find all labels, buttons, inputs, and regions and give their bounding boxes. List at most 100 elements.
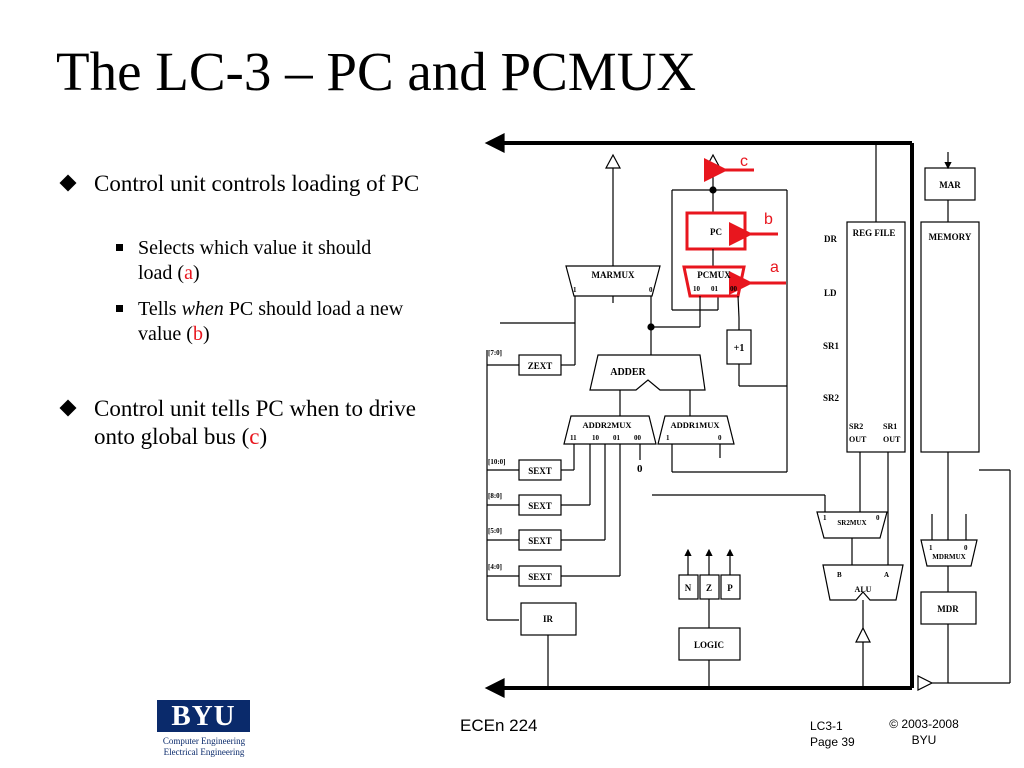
sub-bullet-close: ) <box>202 323 210 345</box>
marmux-port-1: 1 <box>573 286 577 294</box>
mdrmux <box>920 539 978 567</box>
memory-label: MEMORY <box>929 232 972 242</box>
marmux-tristate <box>604 153 622 169</box>
marmux-label: MARMUX <box>592 270 635 280</box>
ir-label: IR <box>543 614 554 624</box>
zext-label: ZEXT <box>528 361 553 371</box>
regfile-port-sr1: SR1 <box>823 341 840 351</box>
regfile-sr1out-bottom: OUT <box>883 435 901 444</box>
addr1mux-label: ADDR1MUX <box>670 420 720 430</box>
pc-label: PC <box>710 227 722 237</box>
addr2mux-port-10: 10 <box>592 434 600 442</box>
addr2mux <box>563 415 657 445</box>
addr2mux-port-00: 00 <box>634 434 642 442</box>
flag-p-label: P <box>727 583 733 593</box>
slide-title: The LC-3 – PC and PCMUX <box>56 41 697 102</box>
sub-bullet-square-icon <box>116 305 123 312</box>
plus-one-label: +1 <box>734 343 745 354</box>
emphasis-when: when <box>181 298 224 320</box>
footer-copyright-years: © 2003-2008 <box>889 717 959 731</box>
alu-label: ALU <box>855 585 872 594</box>
field-5-0: [5:0] <box>488 527 502 535</box>
adder <box>589 354 706 391</box>
regfile-port-dr: DR <box>824 234 837 244</box>
logic-label: LOGIC <box>694 640 724 650</box>
ref-a: a <box>184 262 193 284</box>
department-line-1: Computer Engineering <box>162 736 246 746</box>
sub-bullet-select-value: Selects which value it should load (a) <box>138 236 408 286</box>
sub-bullet-text: Selects which value it should load ( <box>138 237 372 284</box>
bullet-text: Control unit controls loading of PC <box>94 171 420 196</box>
bus-arrowhead-bottom <box>484 678 505 698</box>
sr2mux-label: SR2MUX <box>837 519 866 527</box>
addr2mux-port-01: 01 <box>613 434 621 442</box>
field-7-0: [7:0] <box>488 349 502 357</box>
pc-tristate <box>704 153 722 169</box>
footer-copyright-org: BYU <box>911 733 937 747</box>
footer-lecture: LC3-1 <box>810 719 843 733</box>
sr2mux <box>816 511 888 539</box>
regfile-sr2out-bottom: OUT <box>849 435 867 444</box>
footer-page: Page 39 <box>810 735 855 749</box>
sub-bullet-text: Tells <box>138 298 182 320</box>
constant-zero: 0 <box>637 463 643 475</box>
addr2mux-label: ADDR2MUX <box>582 420 632 430</box>
ref-b: b <box>192 323 203 345</box>
memory-block <box>920 221 980 453</box>
bus-arrowhead-top <box>484 133 505 153</box>
sub-bullet-text-mid: PC should load a new value ( <box>138 298 404 345</box>
pcmux-port-10: 10 <box>693 285 701 293</box>
sext-label-3: SEXT <box>528 536 552 546</box>
sext-label-4: SEXT <box>528 572 552 582</box>
register-file <box>846 221 906 453</box>
flag-n-label: N <box>685 583 692 593</box>
mdrmux-port-1: 1 <box>929 544 933 552</box>
alu-port-b: B <box>837 571 842 579</box>
alu-tristate <box>855 626 871 643</box>
addr2mux-port-11: 11 <box>570 434 577 442</box>
callout-b-label: b <box>764 211 773 228</box>
callout-a-label: a <box>770 259 779 276</box>
alu <box>822 564 904 601</box>
sext-label-2: SEXT <box>528 501 552 511</box>
mdr-label: MDR <box>937 604 959 614</box>
regfile-port-ld: LD <box>824 288 837 298</box>
flag-z-label: Z <box>706 583 712 593</box>
pcmux-port-01: 01 <box>711 285 719 293</box>
bullet-drive-bus: Control unit tells PC when to drive onto… <box>94 395 434 451</box>
addr1mux-port-0: 0 <box>718 434 722 442</box>
sr2mux-port-0: 0 <box>876 514 880 522</box>
mdr-tristate <box>917 675 934 691</box>
marmux <box>565 265 661 297</box>
callout-c-label: c <box>740 153 748 170</box>
field-4-0: [4:0] <box>488 563 502 571</box>
department-line-2: Electrical Engineering <box>163 747 245 757</box>
footer-course: ECEn 224 <box>460 716 538 735</box>
byu-logo: BYU <box>157 700 250 732</box>
adder-label: ADDER <box>610 367 646 378</box>
mar-label: MAR <box>939 180 961 190</box>
bullet-text: Control unit tells PC when to drive onto… <box>94 396 416 449</box>
alu-port-a: A <box>884 571 889 579</box>
regfile-sr2out-top: SR2 <box>849 422 863 431</box>
regfile-port-sr2: SR2 <box>823 393 840 403</box>
sub-bullet-square-icon <box>116 244 123 251</box>
sub-bullet-close: ) <box>192 262 200 284</box>
bullet-load-control: Control unit controls loading of PC <box>94 170 434 198</box>
regfile-label: REG FILE <box>853 228 896 238</box>
regfile-sr1out-top: SR1 <box>883 422 897 431</box>
footer-copyright: © 2003-2008 BYU <box>876 716 972 748</box>
marmux-port-0: 0 <box>649 286 653 294</box>
sr2mux-port-1: 1 <box>823 514 827 522</box>
sub-bullet-when-load: Tells when PC should load a new value (b… <box>138 297 438 347</box>
pcmux-label: PCMUX <box>697 270 731 280</box>
mdrmux-label: MDRMUX <box>932 553 965 561</box>
footer-lecture-page: LC3-1 Page 39 <box>810 718 855 750</box>
department-name: Computer Engineering Electrical Engineer… <box>148 736 260 758</box>
ref-c: c <box>249 424 260 449</box>
mdrmux-port-0: 0 <box>964 544 968 552</box>
addr1mux <box>657 415 735 445</box>
field-8-0: [8:0] <box>488 492 502 500</box>
sext-label-1: SEXT <box>528 466 552 476</box>
